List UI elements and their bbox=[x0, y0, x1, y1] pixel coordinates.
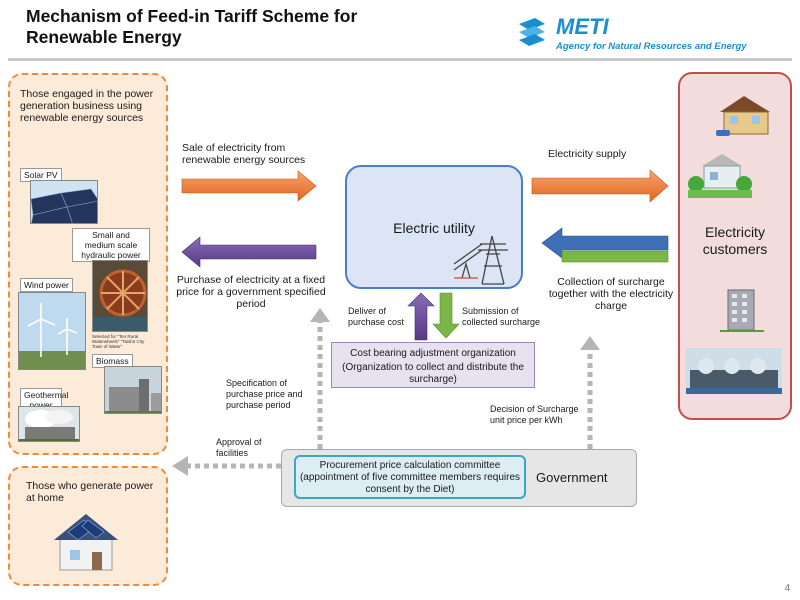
decision-arrowhead bbox=[580, 336, 600, 350]
hydro-power-label: Small and medium scale hydraulic power bbox=[72, 228, 150, 262]
wind-turbine-photo bbox=[18, 292, 86, 370]
submission-arrow bbox=[432, 292, 460, 339]
cost-bearing-organization-box: Cost bearing adjustment organization (Or… bbox=[331, 342, 535, 388]
supply-arrow bbox=[531, 169, 669, 203]
wind-power-label: Wind power bbox=[20, 278, 73, 292]
house-with-trees-icon bbox=[688, 150, 752, 198]
procurement-committee-box: Procurement price calculation committee … bbox=[294, 455, 526, 499]
deliver-arrow bbox=[407, 292, 435, 341]
biomass-plant-photo bbox=[104, 366, 162, 414]
geothermal-photo bbox=[18, 406, 80, 442]
collection-label: Collection of surcharge together with th… bbox=[548, 276, 674, 312]
cost-org-title: Cost bearing adjustment organization bbox=[350, 348, 516, 359]
solar-pv-photo bbox=[30, 180, 98, 224]
customers-label: Electricity customers bbox=[702, 224, 768, 257]
government-label: Government bbox=[536, 470, 608, 485]
purchase-arrow bbox=[181, 236, 317, 268]
approval-arrowhead bbox=[172, 456, 188, 476]
sale-arrow bbox=[181, 170, 317, 202]
purchase-label: Purchase of electricity at a fixed price… bbox=[176, 274, 326, 310]
generators-heading: Those engaged in the power generation bu… bbox=[20, 88, 154, 124]
deliver-label: Deliver of purchase cost bbox=[348, 306, 405, 327]
header-divider bbox=[8, 58, 792, 61]
cost-org-description: (Organization to collect and distribute … bbox=[342, 362, 524, 385]
transmission-tower-icon bbox=[452, 234, 520, 286]
agency-name: Agency for Natural Resources and Energy bbox=[556, 41, 747, 52]
supply-label: Electricity supply bbox=[548, 148, 627, 160]
house-icon bbox=[716, 94, 774, 136]
approval-label: Approval of facilities bbox=[216, 437, 262, 458]
electric-utility-box bbox=[345, 165, 523, 289]
submission-label: Submission of collected surcharge bbox=[462, 306, 541, 327]
waterwheel-photo bbox=[92, 260, 148, 332]
collection-arrow-green bbox=[561, 250, 669, 263]
collection-arrow-blue bbox=[541, 227, 669, 259]
specification-label: Specification of purchase price and purc… bbox=[226, 378, 303, 410]
page-number: 4 bbox=[784, 583, 790, 594]
specification-arrowhead bbox=[310, 308, 330, 322]
page-title: Mechanism of Feed-in Tariff Scheme for R… bbox=[26, 6, 358, 47]
factory-icon bbox=[686, 348, 782, 394]
meti-logo-icon bbox=[519, 18, 545, 46]
solar-house-icon bbox=[50, 508, 122, 572]
waterwheel-caption: Selected for "Ten Rural Waterwheels" "Ta… bbox=[92, 334, 145, 349]
electric-utility-label: Electric utility bbox=[393, 220, 475, 236]
decision-label: Decision of Surcharge unit price per kWh bbox=[490, 404, 579, 425]
apartment-building-icon bbox=[720, 286, 764, 332]
home-generators-heading: Those who generate power at home bbox=[26, 480, 154, 504]
sale-label: Sale of electricity from renewable energ… bbox=[182, 142, 306, 166]
meti-logo-text: METI bbox=[556, 14, 609, 39]
